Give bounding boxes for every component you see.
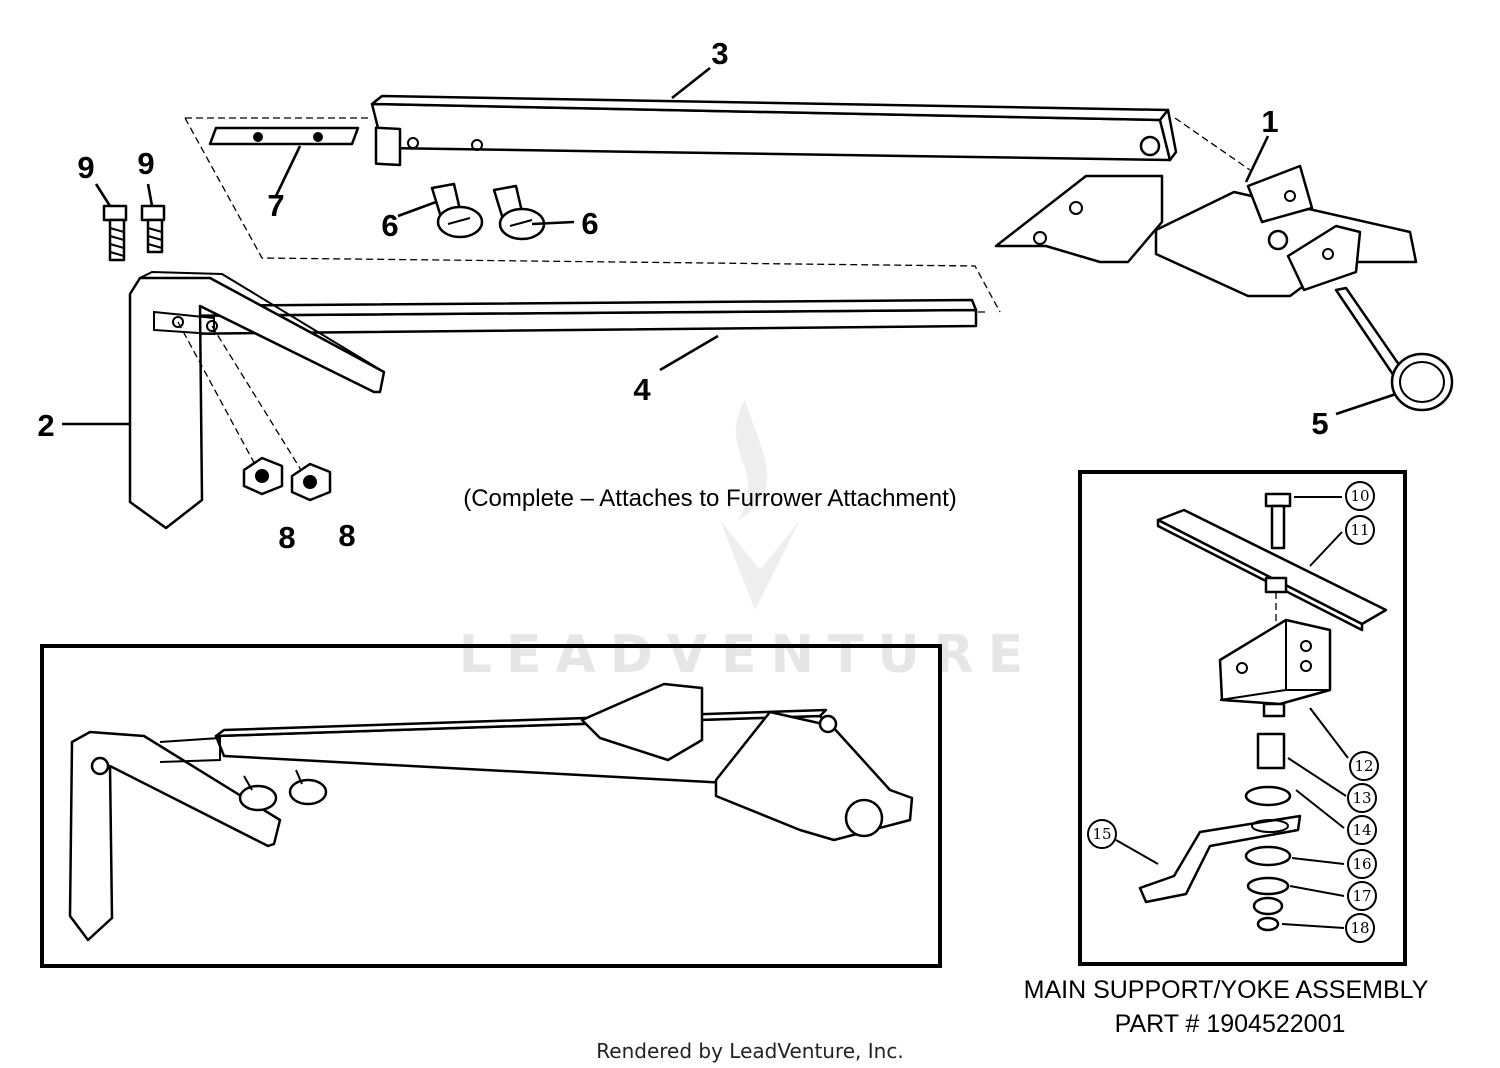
part-1-bracket [994, 164, 1418, 298]
part-8-nuts [242, 456, 332, 502]
assembled-view [40, 644, 942, 968]
callout-6-left: 6 [381, 208, 398, 243]
callout-labels: 1 2 3 4 5 6 6 7 8 8 9 9 [37, 36, 1328, 555]
part-3-tube [370, 94, 1178, 167]
inset-leader-lines [1115, 496, 1349, 929]
callout-9-left: 9 [77, 150, 94, 185]
part-2-shoe [128, 270, 386, 530]
callout-8-left: 8 [278, 520, 295, 555]
callout-17: 17 [1352, 887, 1371, 905]
inset-frame [1078, 470, 1407, 966]
callout-9-right: 9 [137, 146, 154, 181]
callout-7: 7 [267, 188, 284, 223]
callout-12: 12 [1354, 757, 1373, 775]
callout-1: 1 [1261, 104, 1278, 139]
part-9-screws [102, 204, 166, 262]
leader-lines [62, 66, 1397, 426]
watermark-text: LEADVENTURE [459, 625, 1038, 685]
callout-16: 16 [1352, 855, 1371, 873]
callout-11: 11 [1350, 521, 1369, 539]
part-7-plate [208, 126, 360, 146]
assembly-caption: (Complete – Attaches to Furrower Attachm… [463, 485, 957, 512]
inset-title: MAIN SUPPORT/YOKE ASSEMBLY [1024, 976, 1429, 1004]
part-6-bolt-right [492, 184, 546, 241]
inset-callouts: 10 11 12 13 14 15 16 17 18 [1087, 481, 1379, 943]
callout-5: 5 [1311, 406, 1328, 441]
assembly-guide-lines [184, 117, 1251, 313]
callout-10: 10 [1350, 487, 1369, 505]
callout-13: 13 [1352, 789, 1371, 807]
inset-part-number: PART # 1904522001 [1115, 1010, 1346, 1038]
callout-3: 3 [711, 36, 728, 71]
callout-14: 14 [1352, 821, 1371, 839]
callout-18: 18 [1350, 919, 1369, 937]
watermark-flame-icon [720, 400, 800, 610]
part-6-bolt-left [430, 182, 484, 239]
footer-credit: Rendered by LeadVenture, Inc. [596, 1039, 903, 1063]
callout-2: 2 [37, 408, 54, 443]
watermark: LEADVENTURE [459, 400, 1038, 685]
part-5-pin [1334, 286, 1454, 412]
callout-15: 15 [1092, 825, 1111, 843]
yoke-assembly-inset: 10 11 12 13 14 15 16 17 18 [1078, 470, 1407, 966]
assembled-view-frame [40, 644, 942, 968]
callout-4: 4 [633, 372, 651, 407]
callout-8-right: 8 [338, 518, 355, 553]
callout-6-right: 6 [581, 206, 598, 241]
